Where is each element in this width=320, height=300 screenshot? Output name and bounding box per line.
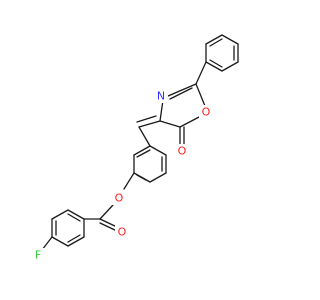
ring-oxygen-atom: O [199, 105, 213, 119]
carbonyl-oxygen-ring-atom: O [175, 144, 189, 158]
oxazolone-ring [159, 61, 207, 147]
ester-oxygen-atom: O [112, 191, 126, 205]
phenyl-ring [205, 34, 239, 72]
fluorine-atom: F [31, 248, 45, 262]
carbonyl-oxygen-ring-label: O [178, 145, 187, 158]
carbonyl-oxygen-ester-label: O [118, 226, 127, 239]
nitrogen-label: N [157, 90, 165, 103]
fluorine-label: F [35, 249, 41, 262]
fluorophenyl-ring [41, 209, 85, 251]
atom-labels: N O O O O F [31, 89, 213, 262]
exocyclic-double-bond [136, 115, 161, 147]
ester-oxygen-label: O [115, 192, 124, 205]
molecule-structure: N O O O O F [31, 34, 239, 262]
carbonyl-oxygen-ester-atom: O [115, 225, 129, 239]
ester-linkage [83, 172, 135, 232]
central-benzene-ring [133, 145, 167, 183]
ring-oxygen-label: O [202, 106, 211, 119]
nitrogen-atom: N [154, 89, 168, 103]
